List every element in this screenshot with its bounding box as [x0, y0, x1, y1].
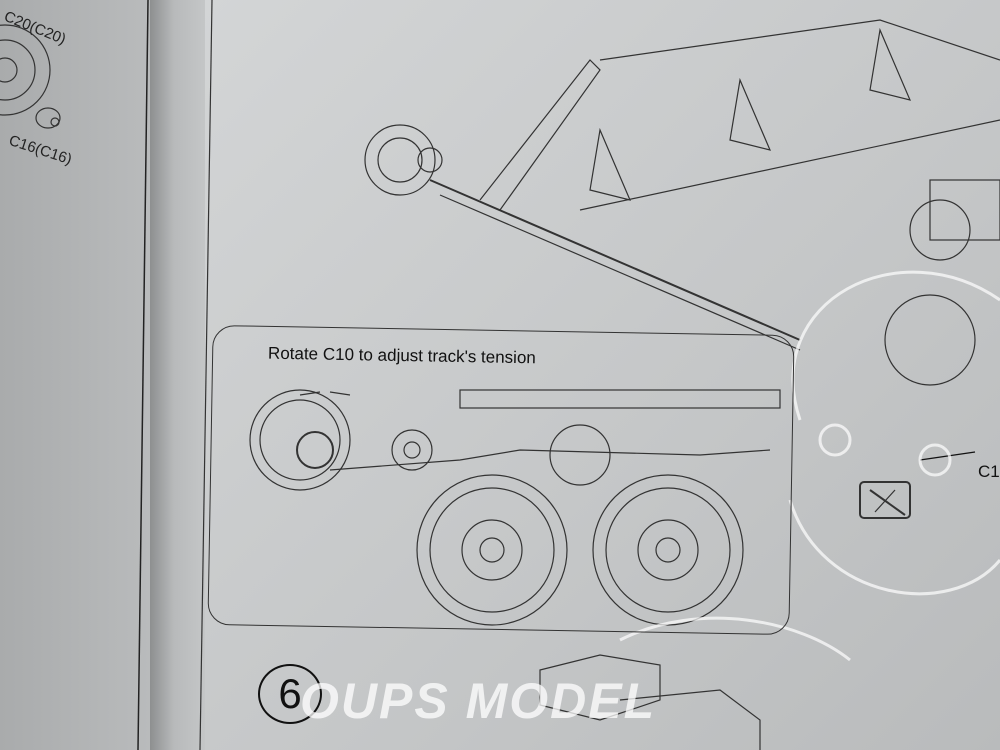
- watermark: OUPS MODEL: [300, 673, 657, 729]
- tension-detail-box: [207, 324, 795, 636]
- callout-label: C1: [978, 462, 1000, 481]
- no-cut-icon: [859, 481, 911, 519]
- book-gutter: [150, 0, 210, 750]
- track-link-part: [539, 654, 761, 750]
- right-page: [205, 0, 1000, 750]
- watermark-mascot: [619, 270, 1000, 662]
- idler-detail: [249, 389, 781, 626]
- hull-chassis: [364, 19, 1000, 386]
- part-c16: [35, 107, 61, 129]
- step-number: 6: [258, 664, 322, 724]
- sprocket-part-c20: [0, 24, 51, 116]
- left-page: [0, 0, 150, 750]
